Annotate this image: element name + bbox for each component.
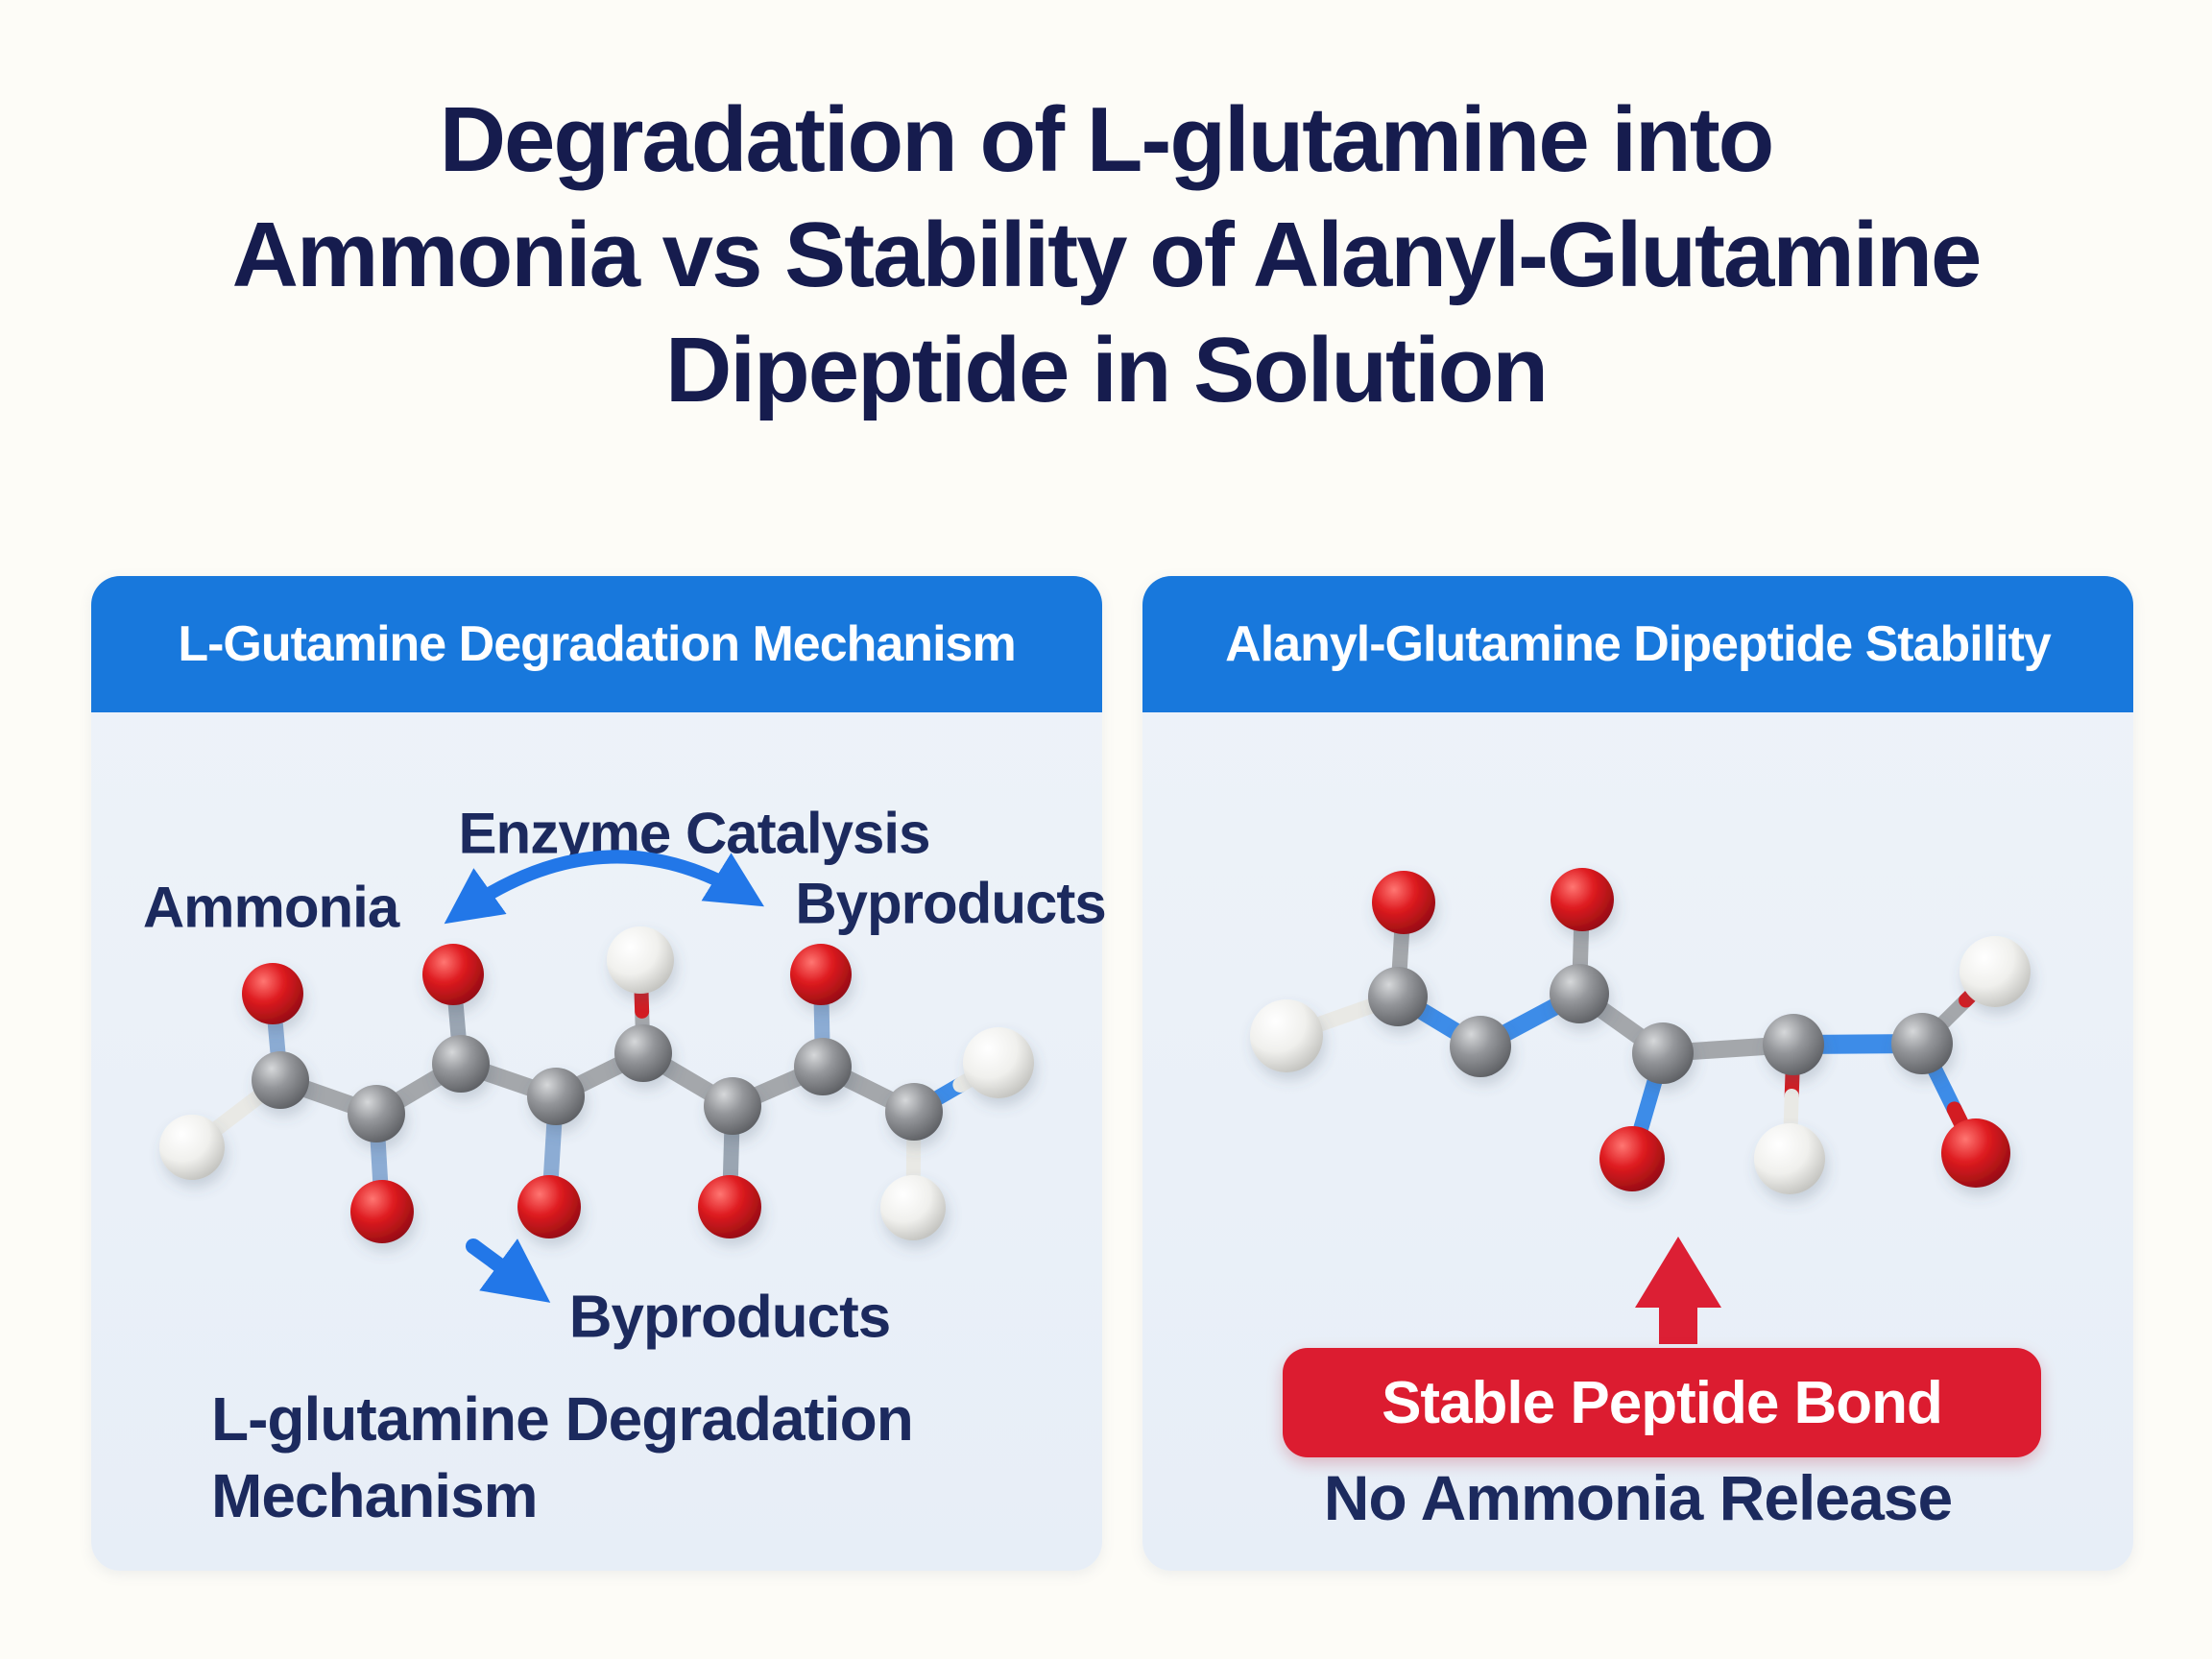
caption-line-1: L-glutamine Degradation	[211, 1384, 914, 1454]
right-panel-header: Alanyl-Glutamine Dipeptide Stability	[1142, 576, 2133, 712]
right-panel: Alanyl-Glutamine Dipeptide Stability Sta…	[1142, 576, 2133, 1571]
left-panel-caption: L-glutamine Degradation Mechanism	[211, 1381, 914, 1534]
title-line-2: Ammonia vs Stability of Alanyl-Glutamine	[231, 204, 1983, 306]
byproducts-bottom-label: Byproducts	[568, 1284, 891, 1351]
left-panel-header: L-Gutamine Degradation Mechanism	[91, 576, 1102, 712]
byproducts-top-label: Byproducts	[795, 871, 1106, 936]
badge-label: Stable Peptide Bond	[1382, 1369, 1943, 1436]
right-panel-title: Alanyl-Glutamine Dipeptide Stability	[1225, 616, 2052, 672]
curved-double-arrow-icon	[444, 850, 764, 925]
up-arrow-icon	[1635, 1237, 1721, 1344]
no-ammonia-release-label: No Ammonia Release	[1323, 1462, 1953, 1533]
title-line-3: Dipeptide in Solution	[665, 319, 1549, 421]
title-line-1: Degradation of L-glutamine into	[439, 88, 1775, 191]
left-panel-title: L-Gutamine Degradation Mechanism	[178, 616, 1016, 672]
page-title: Degradation of L-glutamine into Ammonia …	[0, 83, 2212, 428]
ammonia-label: Ammonia	[142, 875, 399, 940]
caption-line-2: Mechanism	[211, 1461, 539, 1530]
stable-peptide-bond-badge: Stable Peptide Bond	[1283, 1348, 2041, 1457]
left-panel: L-Gutamine Degradation Mechanism Enzyme …	[91, 576, 1107, 1571]
glutamine-molecule-illustration	[159, 926, 1034, 1243]
dipeptide-molecule-illustration	[1250, 868, 2031, 1194]
down-right-arrow-icon	[466, 1238, 551, 1303]
